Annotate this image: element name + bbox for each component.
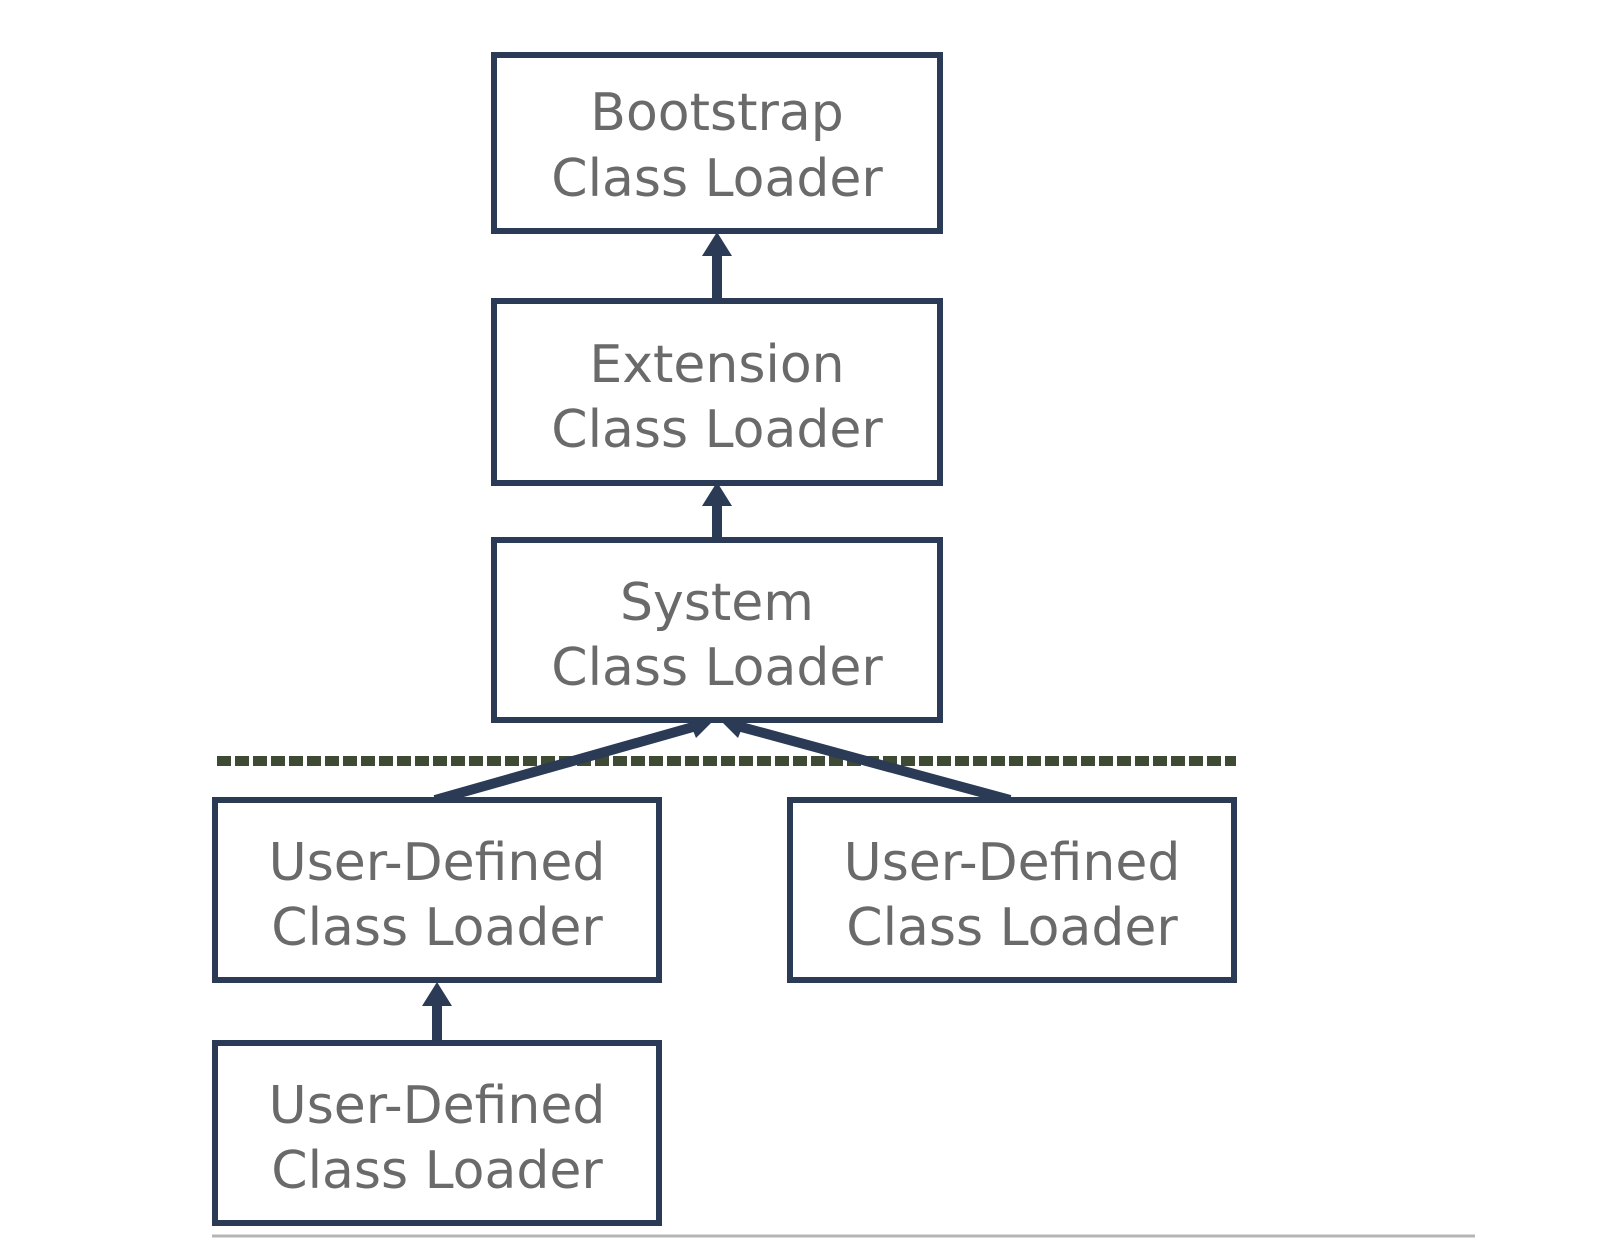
connector-user-defined-3-to-user-defined-1: [422, 982, 452, 1043]
box-label-line1: Bootstrap: [590, 83, 843, 143]
box-label-line2: Class Loader: [271, 1141, 603, 1201]
box-user-defined-class-loader-1: User-Defined Class Loader: [212, 797, 662, 983]
box-label-line1: System: [620, 573, 814, 633]
box-label-line1: User-Defined: [844, 833, 1181, 893]
connector-extension-to-bootstrap: [702, 232, 732, 301]
box-label-line2: Class Loader: [271, 898, 603, 958]
box-label-line2: Class Loader: [551, 400, 883, 460]
box-label-line1: User-Defined: [269, 833, 606, 893]
box-label-line1: User-Defined: [269, 1076, 606, 1136]
connector-system-to-extension: [702, 482, 732, 540]
box-label-line2: Class Loader: [551, 149, 883, 209]
box-bootstrap-class-loader: Bootstrap Class Loader: [491, 52, 943, 234]
box-user-defined-class-loader-2: User-Defined Class Loader: [787, 797, 1237, 983]
box-extension-class-loader: Extension Class Loader: [491, 298, 943, 486]
box-label-line2: Class Loader: [846, 898, 1178, 958]
box-system-class-loader: System Class Loader: [491, 537, 943, 723]
box-label-line1: Extension: [589, 335, 844, 395]
box-user-defined-class-loader-3: User-Defined Class Loader: [212, 1040, 662, 1226]
box-label-line2: Class Loader: [551, 638, 883, 698]
